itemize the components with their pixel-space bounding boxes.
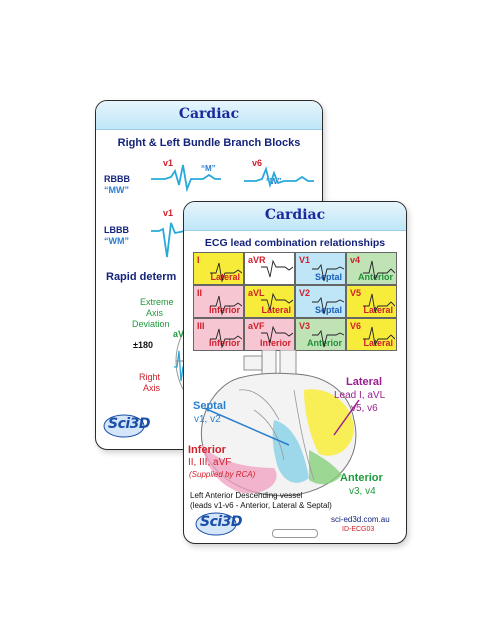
lateral-leads-2: v5, v6: [351, 403, 378, 414]
lead-ecg-trace: [261, 325, 293, 344]
lead-ecg-trace: [261, 259, 293, 278]
lead-ecg-trace: [312, 329, 344, 348]
rbbb-v1-label: v1: [163, 158, 174, 168]
lad-line-1: Left Anterior Descending vessel: [190, 491, 303, 500]
rapid-determination-title: Rapid determ: [106, 271, 177, 283]
lbbb-pattern: “WM”: [104, 236, 129, 246]
lead-ecg-trace: [210, 328, 242, 349]
sci3d-logo-front: Sci3D: [194, 511, 243, 537]
anterior-leads: v3, v4: [349, 486, 376, 497]
lead-ecg-trace: [312, 263, 344, 282]
front-card-header: Cardiac: [184, 202, 406, 231]
inferior-leads: II, III, aVF: [188, 457, 232, 468]
back-card-header: Cardiac: [96, 101, 322, 130]
lead-cell-avr: aVR: [244, 252, 295, 285]
lanyard-slot: [272, 529, 318, 538]
rbbb-w-label: “W”: [266, 177, 282, 186]
avr-partial-label: aV: [173, 329, 185, 339]
rbbb-v6-ecg-trace: [244, 166, 314, 189]
rbbb-v1-ecg-trace: [151, 164, 221, 193]
inferior-note: (Supplied by RCA): [189, 470, 256, 479]
logo-text-back: Sci3D: [108, 416, 151, 432]
website-text: sci-ed3d.com.au: [331, 515, 390, 524]
septal-leads: v1, v2: [194, 414, 221, 425]
lead-ecg-trace: [210, 262, 242, 283]
anterior-title: Anterior: [340, 472, 383, 484]
rbbb-m-label: “M”: [201, 164, 216, 173]
right-axis-label-1: Right: [139, 372, 161, 382]
lead-ecg-trace: [363, 260, 395, 281]
extreme-axis-label-1: Extreme: [140, 297, 174, 307]
front-card-subtitle: ECG lead combination relationships: [204, 237, 386, 249]
lbbb-v1-label: v1: [163, 208, 174, 218]
lateral-title: Lateral: [346, 376, 383, 388]
rbbb-pattern: “MW”: [104, 185, 129, 195]
rbbb-label: RBBB: [104, 174, 130, 184]
lateral-leads-1: Lead I, aVL: [334, 390, 386, 401]
sci3d-logo-back: Sci3D: [102, 413, 151, 439]
lead-ecg-trace: [261, 292, 293, 311]
front-reference-card: Cardiac ECG lead combination relationshi…: [183, 201, 407, 544]
logo-text-front: Sci3D: [200, 514, 243, 530]
lead-ecg-trace: [363, 293, 395, 314]
front-card-title: Cardiac: [264, 207, 326, 223]
lead-ecg-trace: [312, 296, 344, 315]
extreme-axis-label-3: Deviation: [132, 319, 170, 329]
lead-ecg-trace: [363, 326, 395, 347]
heart-illustration: [200, 350, 360, 497]
product-id: ID-ECG03: [342, 526, 375, 533]
lead-ecg-trace: [210, 295, 242, 316]
rbbb-v6-label: v6: [252, 158, 263, 168]
right-axis-label-2: Axis: [143, 383, 161, 393]
lbbb-label: LBBB: [104, 225, 129, 235]
back-card-subtitle: Right & Left Bundle Branch Blocks: [117, 137, 301, 149]
extreme-axis-label-2: Axis: [146, 308, 164, 318]
minus-180-label: ±180: [133, 340, 153, 350]
back-card-title: Cardiac: [178, 106, 240, 122]
lbbb-v1-ecg-trace: [151, 222, 185, 258]
septal-title: Septal: [193, 400, 227, 412]
inferior-title: Inferior: [188, 444, 226, 456]
lad-line-2: (leads v1-v6 - Anterior, Lateral & Septa…: [190, 501, 332, 510]
